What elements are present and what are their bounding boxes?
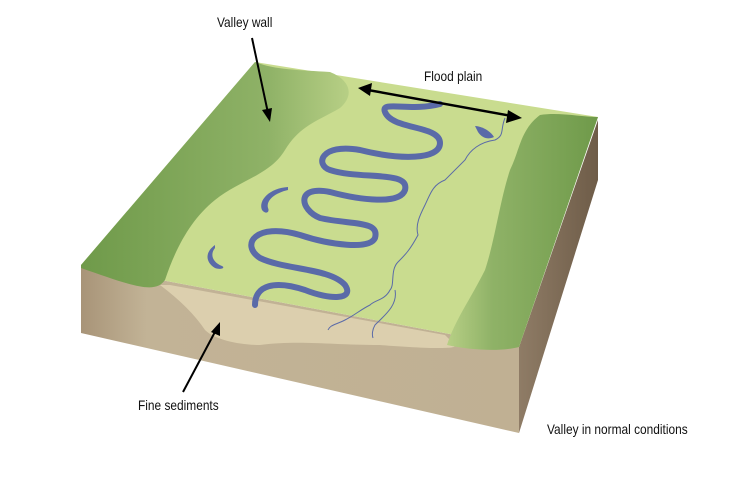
diagram-caption: Valley in normal conditions [547,421,688,437]
oxbow-lake [261,187,288,213]
fine-sediments-label: Fine sediments [138,397,219,413]
flood-plain-label: Flood plain [424,68,483,84]
valley-wall-label: Valley wall [217,14,273,30]
oxbow-lake [207,245,224,269]
right-valley-wall [447,114,598,350]
fine-sediment-layer [160,285,456,349]
small-stream [327,117,506,331]
left-valley-wall [81,62,349,288]
meandering-river [248,101,444,308]
oxbow-lake [475,126,494,139]
fine-sediments-arrow [182,322,220,393]
valley-wall-arrow [251,37,272,122]
flood-plain-arrow [358,83,522,123]
block-right-face [519,120,598,433]
small-stream-branch [371,289,396,339]
